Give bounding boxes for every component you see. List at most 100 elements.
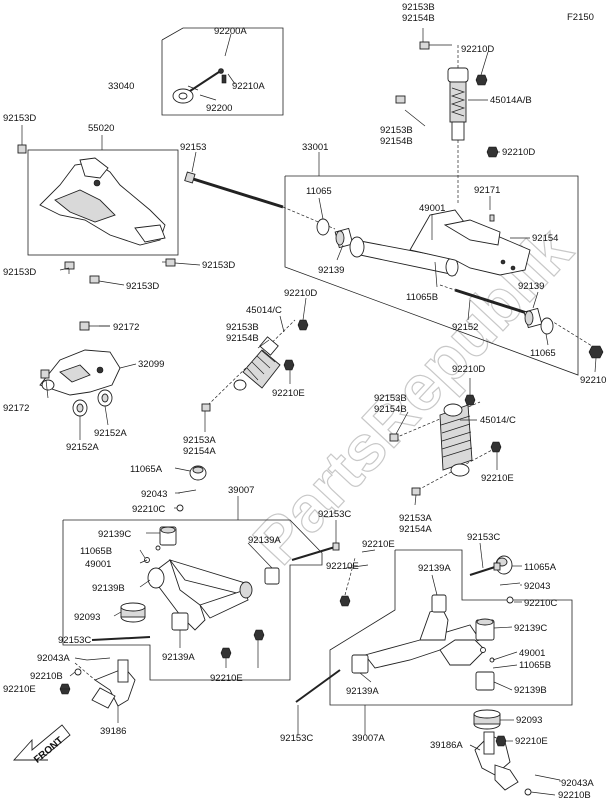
part-92139-bushing-right (523, 307, 543, 329)
label-92210b-b: 92210B (558, 790, 591, 800)
label-92210e-g: 92210E (515, 736, 548, 747)
part-92152a-grommets (72, 389, 113, 417)
label-39007a: 39007A (352, 733, 385, 744)
label-92210d-2: 92210D (502, 147, 535, 158)
label-92154b-3: 92154B (226, 333, 259, 344)
part-92210c-clip-left (176, 504, 184, 512)
part-92210b-clip-left (74, 668, 82, 676)
label-92153c-d: 92153C (280, 733, 313, 744)
label-92210d-top: 92210D (461, 44, 494, 55)
label-92043a-a: 92043A (37, 653, 70, 664)
label-39186: 39186 (100, 726, 126, 737)
part-33040-key (172, 68, 227, 104)
part-92210-nut (588, 345, 604, 359)
label-92154b-4: 92154B (374, 404, 407, 415)
label-92210e-a: 92210E (272, 388, 305, 399)
label-33001: 33001 (302, 142, 328, 153)
part-92152-shaft (439, 284, 593, 347)
label-92172-a: 92172 (113, 322, 139, 333)
label-32099: 32099 (138, 359, 164, 370)
label-92093-b: 92093 (516, 715, 542, 726)
part-right-shock-bolt-top (389, 433, 399, 442)
box-55020 (27, 149, 179, 256)
label-92153a-b: 92153A (399, 513, 432, 524)
part-labels: 92153B 92154B 92210D 45014A/B 92153B 921… (3, 2, 606, 800)
part-left-shock-nut-bottom (283, 359, 295, 371)
part-33001-swing-arm (349, 209, 531, 277)
part-11065-washer (316, 218, 330, 236)
front-arrow: FRONT (12, 724, 71, 766)
label-92210e-f: 92210E (210, 673, 243, 684)
label-92153c-b: 92153C (467, 532, 500, 543)
part-11065a-cup-left (189, 465, 207, 481)
part-shock-bolt (395, 95, 406, 104)
label-92153c-c: 92153C (58, 635, 91, 646)
label-92153c-a: 92153C (318, 509, 351, 520)
label-92210c-a: 92210C (132, 504, 165, 515)
label-92200: 92200 (206, 103, 232, 114)
box-33040 (161, 27, 284, 116)
part-39007-a-arm-left (144, 526, 280, 631)
label-92210a: 92210A (232, 81, 265, 92)
label-92139a-a: 92139A (248, 535, 281, 546)
label-49001-b: 49001 (85, 559, 111, 570)
label-92210d-3: 92210D (284, 288, 317, 299)
part-92153c-bolt-arm (291, 546, 336, 561)
label-11065b-b: 11065B (80, 546, 112, 557)
part-92043-pin-right (499, 582, 521, 586)
label-92152a-a: 92152A (94, 428, 127, 439)
part-39186-spindle-left (74, 659, 136, 709)
label-92153b-2: 92153B (380, 125, 413, 136)
label-11065b-a: 11065B (406, 292, 438, 303)
label-92154a-b: 92154A (399, 524, 432, 535)
label-92154a-a: 92154A (183, 446, 216, 457)
label-92210e-d: 92210E (326, 561, 359, 572)
label-92153a-a: 92153A (183, 435, 216, 446)
part-shock-nut (486, 146, 499, 158)
part-right-shock-nut-top (464, 394, 476, 406)
label-92153b-3: 92153B (226, 322, 259, 333)
label-92154: 92154 (532, 233, 558, 244)
label-11065a-a: 11065A (130, 464, 163, 475)
label-92139-b: 92139 (518, 281, 544, 292)
label-49001-c: 49001 (519, 648, 545, 659)
part-92139-bushing (334, 227, 354, 249)
label-92210b-a: 92210B (30, 671, 63, 682)
label-92139b-b: 92139B (514, 685, 547, 696)
part-92043-pin-left (177, 489, 197, 494)
part-92153c-bolt-left (91, 636, 151, 641)
label-92139b-a: 92139B (92, 583, 125, 594)
part-92210e-nut-right (339, 595, 351, 607)
label-92153b-4: 92153B (374, 393, 407, 404)
part-92153-axle-bolt (184, 171, 336, 230)
label-92210e-c: 92210E (362, 539, 395, 550)
part-left-shock-nut-top (297, 319, 309, 331)
label-92139c-a: 92139C (98, 529, 131, 540)
label-92139c-b: 92139C (514, 623, 547, 634)
part-92153c-bolt-right (469, 566, 496, 576)
label-92139a-d: 92139A (346, 686, 379, 697)
label-92153d-3: 92153D (202, 260, 235, 271)
label-92210e-b: 92210E (481, 473, 514, 484)
figure-code: F2150 (567, 12, 594, 23)
box-39007 (62, 519, 323, 681)
label-92210c-b: 92210C (524, 598, 557, 609)
part-39007a-a-arm-right (351, 594, 495, 691)
box-39007a (329, 549, 573, 706)
label-92153: 92153 (180, 142, 206, 153)
label-49001-a: 49001 (419, 203, 445, 214)
part-left-shock-bolt (201, 403, 211, 412)
parts-drawings: FRONT (12, 41, 604, 796)
label-11065a-b: 11065A (524, 562, 557, 573)
label-92153d-2: 92153D (3, 267, 36, 278)
part-92153c-bolt-right-lower (295, 669, 341, 703)
part-right-shock-nut-bottom (490, 441, 502, 453)
label-92043-a: 92043 (141, 489, 167, 500)
label-92043-b: 92043 (524, 581, 550, 592)
label-45014c-a: 45014/C (246, 305, 282, 316)
label-92171: 92171 (474, 185, 500, 196)
label-92093-a: 92093 (74, 612, 100, 623)
label-92154b-2: 92154B (380, 136, 413, 147)
label-92139a-c: 92139A (162, 652, 195, 663)
